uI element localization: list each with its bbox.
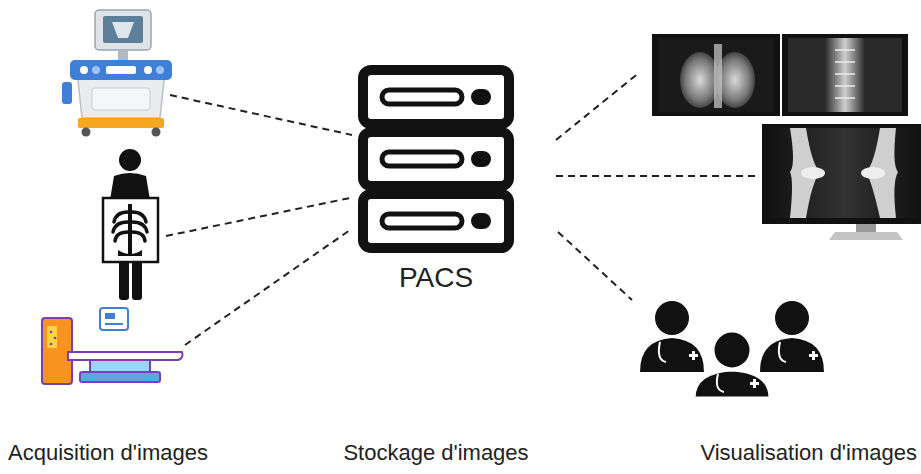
scanner-icon bbox=[42, 308, 183, 384]
column-caption: Stockage d'images bbox=[343, 440, 528, 466]
node-label: PACS bbox=[350, 262, 522, 294]
ultrasound-icon bbox=[62, 10, 172, 137]
monitor-icon bbox=[652, 34, 908, 116]
column-caption: Acquisition d'images bbox=[8, 440, 208, 466]
server-node: PACS bbox=[350, 60, 522, 294]
monitor-icon bbox=[762, 124, 921, 240]
xray-icon bbox=[103, 149, 158, 300]
doctors-icon bbox=[640, 301, 824, 398]
server-icon bbox=[363, 70, 509, 248]
column-caption: Visualisation d'images bbox=[700, 440, 917, 466]
